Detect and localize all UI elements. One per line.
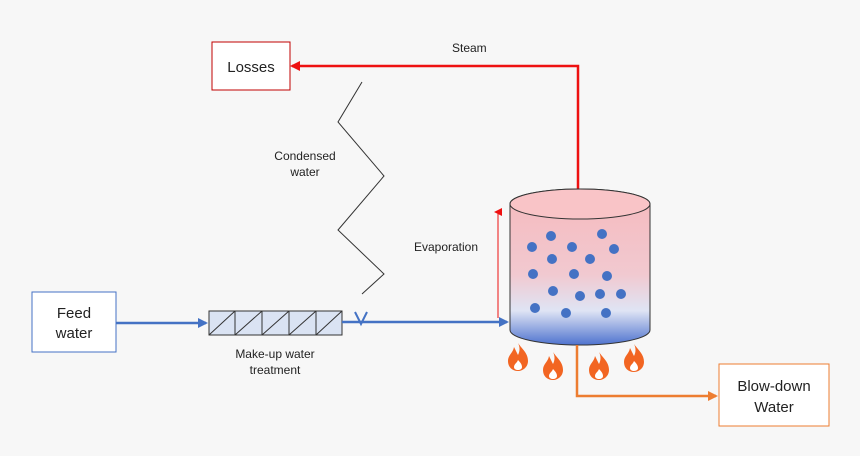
flame-icon (624, 344, 644, 372)
bubble-icon (575, 291, 585, 301)
bubble-icon (597, 229, 607, 239)
feed-label-line1: Feed (57, 305, 91, 322)
blowdown-line (575, 345, 718, 401)
bubble-icon (530, 303, 540, 313)
bubble-icon (602, 271, 612, 281)
bubble-icon (528, 269, 538, 279)
makeup-label-line2: treatment (250, 363, 301, 377)
makeup-label-line1: Make-up water (235, 347, 314, 361)
bubble-icon (585, 254, 595, 264)
bubble-icon (569, 269, 579, 279)
flame-icon (589, 352, 609, 380)
feed-water-box (31, 291, 117, 353)
boiler-tank (509, 188, 651, 346)
bubble-icon (609, 244, 619, 254)
bubble-icon (595, 289, 605, 299)
condensed-arrowhead (354, 311, 368, 327)
steam-line (290, 61, 580, 190)
makeup-treatment-unit (208, 310, 343, 336)
flame-icon (543, 352, 563, 380)
blowdown-label-line1: Blow-down (737, 378, 810, 395)
losses-label: Losses (227, 59, 275, 76)
steam-label: Steam (452, 41, 487, 55)
bubble-icon (616, 289, 626, 299)
bubble-icon (567, 242, 577, 252)
feed-label-line2: water (55, 325, 93, 342)
blowdown-label-line2: Water (754, 399, 793, 416)
bubble-icon (527, 242, 537, 252)
blowdown-box (718, 363, 830, 427)
flame-icon (508, 343, 528, 371)
evaporation-label: Evaporation (414, 240, 478, 254)
condensed-label-line2: water (289, 165, 319, 179)
bubbles (527, 229, 626, 318)
bubble-icon (601, 308, 611, 318)
bubble-icon (548, 286, 558, 296)
condensed-label-line1: Condensed (274, 149, 335, 163)
bubble-icon (546, 231, 556, 241)
bubble-icon (561, 308, 571, 318)
losses-box (211, 41, 291, 91)
flames (508, 343, 644, 380)
bubble-icon (547, 254, 557, 264)
